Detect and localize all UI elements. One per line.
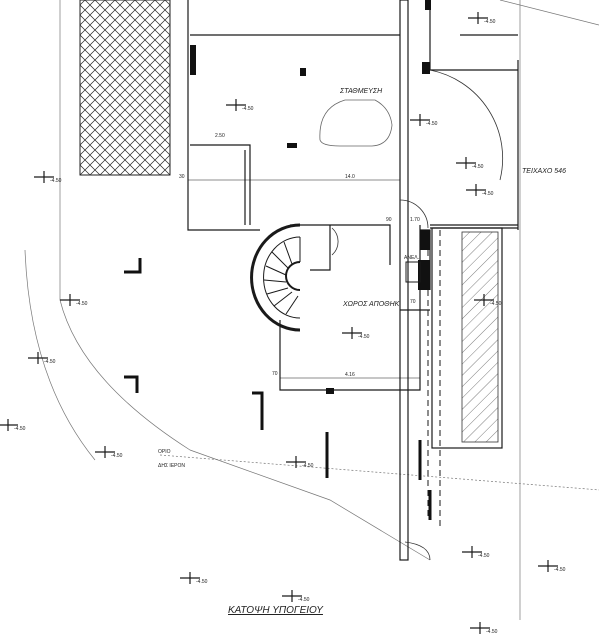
dashed-lines [427, 230, 441, 530]
level-label: -4.50 [76, 301, 88, 307]
parking-label: ΣΤΑΘΜΕΥΣΗ [339, 88, 383, 95]
svg-text:90: 90 [386, 217, 392, 223]
level-marker: -4.50 [60, 294, 88, 307]
lift-label: ΑΝΕΛ. [404, 255, 419, 261]
dimension-texts: 14.0 30 4.16 2.50 70 90 1.70 70 [179, 133, 420, 378]
level-marker: -4.50 [28, 352, 56, 365]
level-label: -4.50 [482, 191, 494, 197]
level-marker: -4.50 [456, 157, 484, 170]
level-marker: -4.50 [470, 622, 498, 635]
svg-text:4.16: 4.16 [345, 372, 355, 378]
lift-shaft [405, 261, 421, 283]
columns [190, 0, 431, 394]
boundary-label: ΟΡΙΟ [158, 449, 171, 455]
level-label: -4.50 [554, 567, 566, 573]
level-marker: -4.50 [34, 171, 62, 184]
level-marker: -4.50 [474, 294, 502, 307]
plot-wall-label: ΤΕΙΧΑΧΟ 546 [522, 168, 566, 175]
svg-text:1.70: 1.70 [410, 217, 420, 223]
level-label: -4.50 [111, 453, 123, 459]
svg-text:2.50: 2.50 [215, 133, 225, 139]
level-label: -4.50 [50, 178, 62, 184]
level-marker: -4.50 [342, 327, 370, 340]
level-marker: -4.50 [180, 572, 208, 585]
door-arcs [331, 69, 504, 561]
neighbour-label: ΔΗΣ ΙΕΡΟΝ [158, 463, 185, 469]
level-label: -4.50 [302, 463, 314, 469]
level-marker: -4.50 [286, 456, 314, 469]
level-label: -4.50 [484, 19, 496, 25]
plot-boundary [24, 0, 599, 620]
level-marker: -4.50 [468, 12, 496, 25]
level-label: -4.50 [14, 426, 26, 432]
drawing-title: ΚΑΤΟΨΗ ΥΠΟΓΕΙΟΥ [228, 605, 324, 616]
svg-text:70: 70 [272, 371, 278, 377]
svg-text:70: 70 [410, 299, 416, 305]
car-outline [319, 99, 393, 147]
level-marker: -4.50 [466, 184, 494, 197]
level-marker: -4.50 [95, 446, 123, 459]
level-marker: -4.50 [0, 419, 26, 432]
spiral-stair [250, 223, 301, 332]
svg-text:14.0: 14.0 [345, 174, 355, 180]
level-label: -4.50 [358, 334, 370, 340]
level-marker: -4.50 [538, 560, 566, 573]
level-label: -4.50 [196, 579, 208, 585]
level-label: -4.50 [472, 164, 484, 170]
level-label: -4.50 [242, 106, 254, 112]
level-label: -4.50 [426, 121, 438, 127]
storage-label: ΧΩΡΟΣ ΑΠΟΘΗΚ. [342, 301, 401, 308]
l-markers [124, 258, 432, 520]
level-label: -4.50 [490, 301, 502, 307]
level-label: -4.50 [298, 597, 310, 603]
ramp-hatch [461, 231, 499, 443]
level-marker: -4.50 [226, 99, 254, 112]
svg-text:30: 30 [179, 174, 185, 180]
level-marker: -4.50 [282, 590, 310, 603]
level-marker: -4.50 [410, 114, 438, 127]
level-label: -4.50 [44, 359, 56, 365]
garden-hatch [79, 0, 171, 176]
level-marker: -4.50 [462, 546, 490, 559]
level-label: -4.50 [486, 629, 498, 635]
level-label: -4.50 [478, 553, 490, 559]
